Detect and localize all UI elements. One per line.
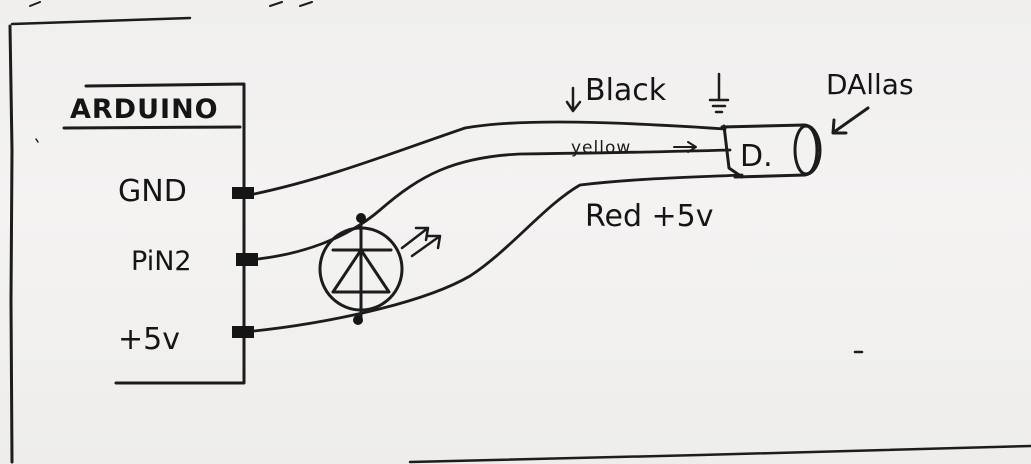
pin-label-gnd: GND bbox=[118, 174, 187, 209]
stray-dot bbox=[35, 138, 39, 143]
arduino-board bbox=[62, 82, 246, 385]
red-wire bbox=[252, 173, 744, 333]
arduino-title-underline bbox=[62, 125, 242, 130]
sensor-label: D. bbox=[740, 139, 773, 174]
led-junction-top bbox=[356, 213, 366, 223]
pin-label-pin2: PiN2 bbox=[131, 246, 192, 277]
yellow-label-arrow bbox=[673, 141, 697, 153]
black-label-arrow bbox=[565, 86, 582, 113]
pin-label-vcc: +5v bbox=[118, 322, 180, 357]
led-triangle bbox=[331, 248, 391, 294]
yellow-wire bbox=[256, 148, 732, 261]
arduino-outline bbox=[84, 82, 246, 385]
dallas-label: DAllas bbox=[826, 68, 914, 101]
pin2-connector bbox=[236, 253, 258, 266]
red-wire-label: Red +5v bbox=[585, 199, 714, 234]
light-arrow-1 bbox=[400, 226, 430, 250]
vcc-pin-connector bbox=[232, 326, 254, 338]
light-arrow-2 bbox=[410, 234, 442, 258]
black-wire bbox=[252, 120, 727, 196]
dallas-pointer-arrow bbox=[831, 106, 870, 135]
paper-border bbox=[8, 1, 1031, 464]
black-wire-label: Black bbox=[585, 73, 667, 108]
led-junction-bottom bbox=[353, 315, 363, 325]
sensor-cap bbox=[793, 124, 819, 176]
yellow-wire-label: yellow bbox=[571, 138, 631, 158]
gnd-pin-connector bbox=[232, 187, 254, 199]
dallas-sensor: D. bbox=[720, 123, 822, 179]
ground-symbol bbox=[708, 72, 730, 114]
sensor-edge bbox=[722, 124, 744, 179]
led-component bbox=[318, 213, 442, 325]
arduino-title: ARDUINO bbox=[70, 94, 219, 125]
